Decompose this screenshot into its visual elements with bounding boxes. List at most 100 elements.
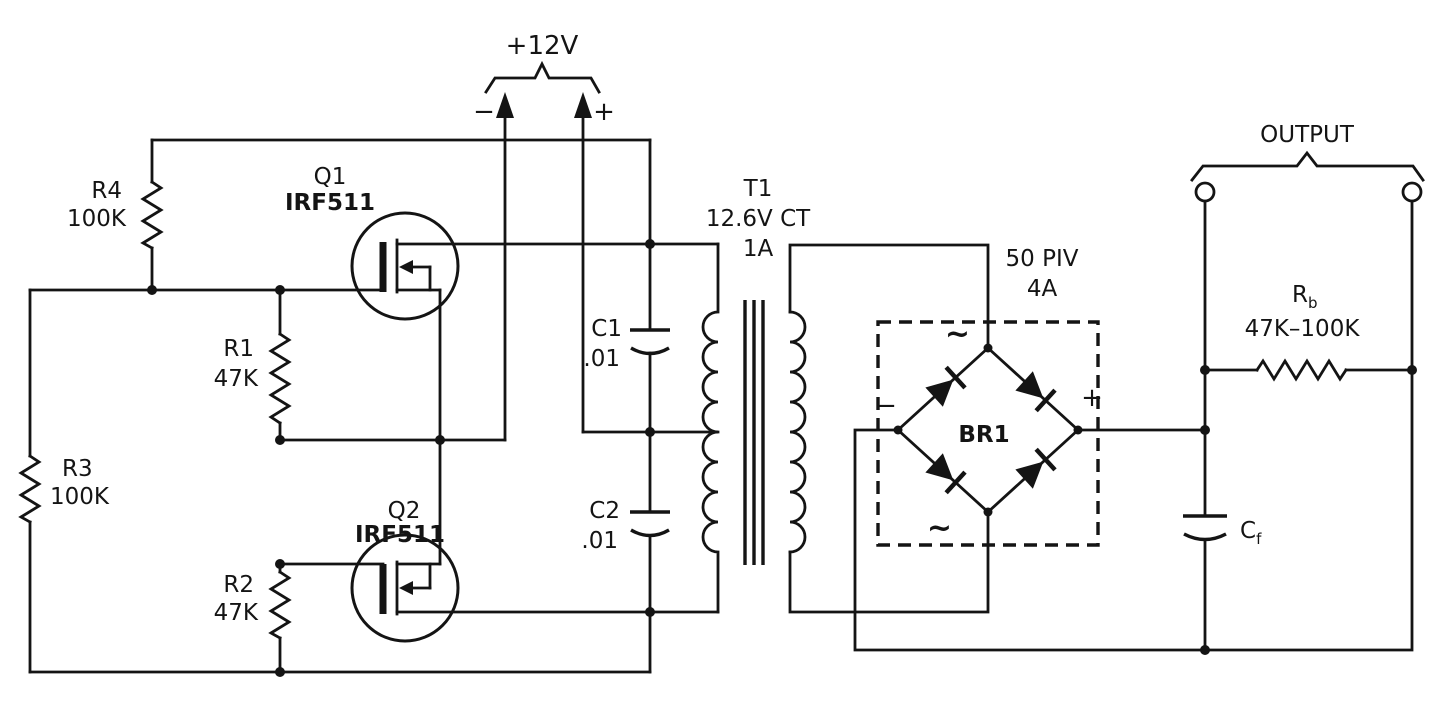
r4-zigzag <box>140 180 164 250</box>
br1-positive-label: + <box>1081 383 1103 413</box>
br1-diode <box>1015 447 1057 489</box>
junction-dot <box>275 285 285 295</box>
rb-value-label: 47K–100K <box>1245 316 1361 342</box>
r2-zigzag <box>268 570 292 640</box>
q1-part-label: IRF511 <box>285 190 375 216</box>
q2-body-circle <box>350 533 460 643</box>
junction-dot <box>275 667 285 677</box>
t1-current-label: 1A <box>743 236 774 262</box>
resistor-r4: R4 100K <box>67 138 164 292</box>
junction-dot <box>1200 425 1210 435</box>
capacitor-c2: C2 .01 <box>581 498 670 554</box>
supply-negative-label: − <box>473 97 495 127</box>
diode-triangle-icon <box>1015 461 1044 489</box>
br1-dashed-outline <box>876 320 1100 547</box>
wire-bridge-negative <box>853 199 1414 652</box>
q2-gate-bar <box>379 564 387 614</box>
c2-value-label: .01 <box>581 528 618 554</box>
output-section: OUTPUT <box>1190 122 1425 203</box>
capacitor-cf: Cf <box>1183 514 1262 548</box>
q2-ref-label: Q2 <box>388 498 421 524</box>
br1-rating-label: 50 PIV <box>1006 246 1079 272</box>
mosfet-q1: Q1 IRF511 <box>285 164 460 321</box>
rb-ref-label: Rb <box>1292 282 1318 312</box>
r1-zigzag <box>268 332 292 425</box>
junction-dot <box>1200 645 1210 655</box>
q1-ref-label: Q1 <box>314 164 347 190</box>
junction-dot <box>275 435 285 445</box>
supply-positive-label: + <box>593 97 615 127</box>
wire-secondary-bottom <box>788 510 990 614</box>
supply-input: +12V − + <box>473 31 615 442</box>
resistor-r1: R1 47K <box>214 288 292 442</box>
output-label: OUTPUT <box>1260 122 1355 148</box>
junction-dot <box>645 607 655 617</box>
q2-arrow-icon <box>399 581 413 595</box>
supply-brace <box>484 60 601 94</box>
transformer-t1: T1 12.6V CT 1A <box>701 176 811 614</box>
br1-current-label: 4A <box>1027 276 1058 302</box>
c1-value-label: .01 <box>583 346 620 372</box>
br1-ref-label: BR1 <box>958 422 1009 448</box>
br1-ac-bottom-label: ~ <box>927 511 952 546</box>
br1-diode <box>925 453 967 495</box>
r3-ref-label: R3 <box>62 456 93 482</box>
cf-ref-label: Cf <box>1240 518 1262 548</box>
wire-secondary-top <box>788 243 990 350</box>
q1-body-circle <box>350 211 460 321</box>
t1-rating-label: 12.6V CT <box>706 206 811 232</box>
diode-cathode-bar <box>1034 447 1057 472</box>
diode-cathode-bar <box>944 470 967 495</box>
r2-value-label: 47K <box>214 600 259 626</box>
junction-dot <box>645 427 655 437</box>
c2-ref-label: C2 <box>589 498 620 524</box>
t1-primary-winding <box>701 242 720 614</box>
resistor-r3: R3 100K <box>18 288 110 674</box>
c1-plate-curved <box>630 346 670 356</box>
output-brace <box>1190 150 1425 182</box>
r4-ref-label: R4 <box>91 178 122 204</box>
r3-value-label: 100K <box>50 484 110 510</box>
junction-dot <box>275 559 285 569</box>
junction-dot <box>645 239 655 249</box>
q1-gate-bar <box>379 242 387 292</box>
r3-zigzag <box>18 454 42 524</box>
br1-diode <box>1015 371 1057 413</box>
diode-triangle-icon <box>1015 371 1044 399</box>
rb-zigzag <box>1255 358 1348 382</box>
junction-dots <box>147 239 1417 677</box>
junction-dot <box>893 425 903 435</box>
junction-dot <box>1407 365 1417 375</box>
br1-negative-label: − <box>875 391 897 421</box>
mosfet-q2: Q2 IRF511 <box>350 498 460 643</box>
diode-triangle-icon <box>925 453 954 481</box>
r1-value-label: 47K <box>214 366 259 392</box>
supply-voltage-label: +12V <box>506 31 579 61</box>
up-arrow-icon <box>574 92 592 118</box>
q2-part-label: IRF511 <box>355 522 445 548</box>
junction-dot <box>983 343 993 353</box>
br1-diode <box>925 365 967 407</box>
diode-cathode-bar <box>944 365 967 390</box>
diode-cathode-bar <box>1034 388 1057 413</box>
r1-ref-label: R1 <box>223 336 254 362</box>
output-terminal-right <box>1401 181 1423 203</box>
t1-ref-label: T1 <box>743 176 773 202</box>
c1-ref-label: C1 <box>591 316 622 342</box>
circuit-wires <box>28 138 1414 674</box>
cf-plate-curved <box>1183 532 1227 542</box>
c2-plate-curved <box>630 528 670 538</box>
up-arrow-icon <box>496 92 514 118</box>
junction-dot <box>1073 425 1083 435</box>
junction-dot <box>435 435 445 445</box>
output-terminal-left <box>1194 181 1216 203</box>
q1-arrow-icon <box>399 260 413 274</box>
r4-value-label: 100K <box>67 206 127 232</box>
junction-dot <box>983 507 993 517</box>
junction-dot <box>1200 365 1210 375</box>
resistor-rb: Rb 47K–100K <box>1203 282 1414 382</box>
t1-secondary-winding <box>788 310 807 554</box>
junction-dot <box>147 285 157 295</box>
